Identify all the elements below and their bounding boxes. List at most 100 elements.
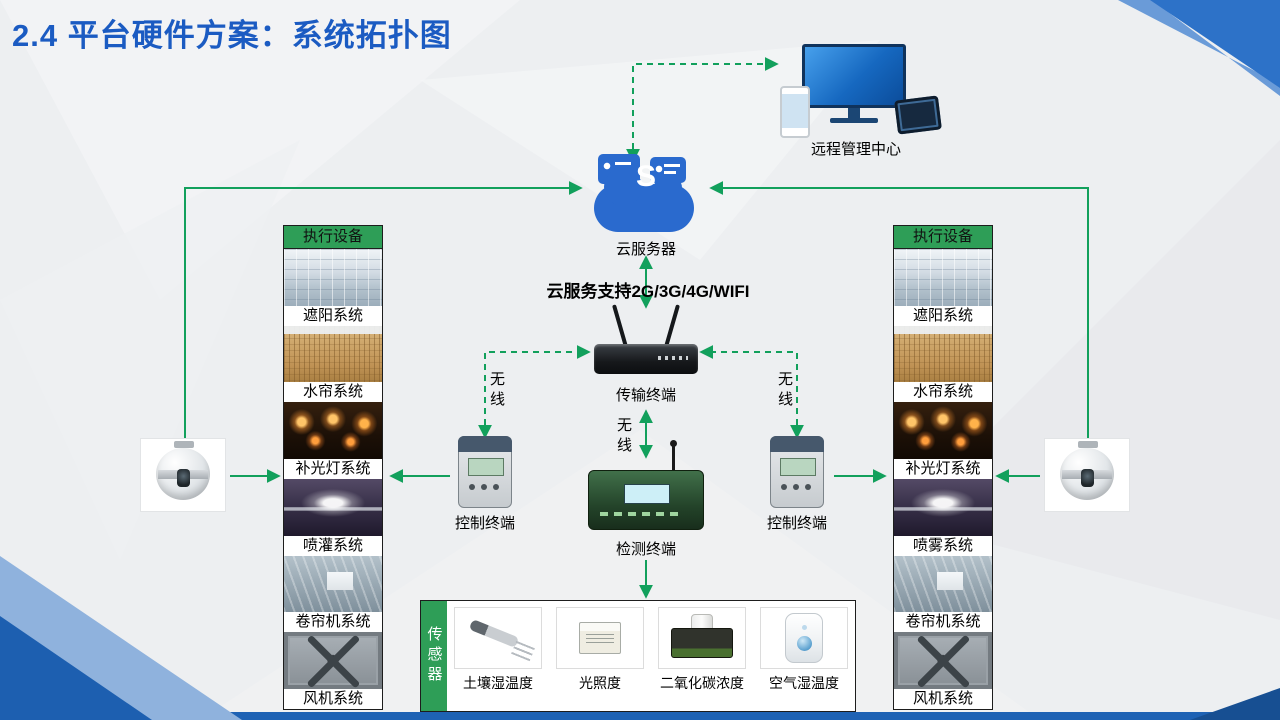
soil-sensor-photo bbox=[454, 607, 542, 669]
device-label: 喷灌系统 bbox=[284, 535, 382, 556]
device-label: 水帘系统 bbox=[894, 382, 992, 403]
tablet-icon bbox=[894, 95, 942, 135]
link-right-camera-cloud bbox=[709, 181, 1089, 438]
waterpad-photo bbox=[894, 325, 992, 383]
control-terminal-label: 控制终端 bbox=[766, 516, 827, 532]
wireless-label-center: 无线 bbox=[616, 418, 632, 454]
monitor-base bbox=[830, 118, 878, 123]
device-item: 遮阳系统 bbox=[894, 249, 992, 326]
sensor-item: 空气湿温度 bbox=[753, 601, 855, 711]
device-list: 遮阳系统水帘系统补光灯系统喷灌系统卷帘机系统风机系统 bbox=[284, 249, 382, 710]
execution-devices-panel-right: 执行设备 遮阳系统水帘系统补光灯系统喷雾系统卷帘机系统风机系统 bbox=[893, 225, 993, 710]
ptz-camera-right bbox=[1044, 438, 1130, 512]
control-device-top bbox=[770, 436, 824, 452]
antenna-icon bbox=[670, 440, 677, 472]
device-label: 风机系统 bbox=[894, 689, 992, 710]
camera-lens-icon bbox=[1081, 469, 1094, 487]
antenna-icon bbox=[612, 304, 628, 348]
light-sensor-photo bbox=[556, 607, 644, 669]
device-item: 风机系统 bbox=[284, 632, 382, 710]
device-label: 遮阳系统 bbox=[894, 305, 992, 326]
control-device-buttons bbox=[469, 484, 475, 490]
sensors-header: 传感器 bbox=[421, 601, 447, 711]
control-terminal-label: 控制终端 bbox=[454, 516, 515, 532]
link-left-camera-cloud bbox=[184, 181, 583, 438]
device-item: 水帘系统 bbox=[894, 325, 992, 403]
sensor-label: 二氧化碳浓度 bbox=[660, 677, 744, 692]
remote-center-label: 远程管理中心 bbox=[810, 142, 901, 158]
control-device-screen bbox=[780, 458, 816, 476]
monitor-screen bbox=[805, 47, 903, 105]
monitor-icon bbox=[802, 44, 906, 108]
sensor-label: 光照度 bbox=[579, 677, 621, 692]
link-left-control-router bbox=[478, 345, 591, 439]
device-label: 喷雾系统 bbox=[894, 535, 992, 556]
sensor-item: 土壤湿温度 bbox=[447, 601, 549, 711]
airhum-sensor-photo bbox=[760, 607, 848, 669]
cloud-server-label: 云服务器 bbox=[615, 242, 676, 258]
fan-photo bbox=[284, 632, 382, 690]
detector-screen bbox=[624, 484, 670, 504]
router-icon bbox=[594, 344, 698, 374]
cloud-support-text: 云服务支持2G/3G/4G/WIFI bbox=[546, 282, 750, 301]
link-right-control-router bbox=[699, 345, 804, 439]
antenna-icon bbox=[664, 304, 680, 348]
wireless-label-left: 无线 bbox=[489, 372, 505, 408]
device-item: 遮阳系统 bbox=[284, 249, 382, 326]
page-title: 2.4 平台硬件方案：系统拓扑图 bbox=[12, 18, 452, 53]
fan-photo bbox=[894, 632, 992, 690]
bottom-right-triangle bbox=[1190, 688, 1280, 720]
sensor-item: 二氧化碳浓度 bbox=[651, 601, 753, 711]
sensor-label: 空气湿温度 bbox=[769, 677, 839, 692]
panel-header: 执行设备 bbox=[894, 226, 992, 249]
device-item: 水帘系统 bbox=[284, 325, 382, 403]
panel-header: 执行设备 bbox=[284, 226, 382, 249]
bottom-bar bbox=[0, 712, 1280, 720]
monitor-stand bbox=[848, 108, 860, 118]
camera-lens-icon bbox=[177, 469, 190, 487]
device-item: 喷灌系统 bbox=[284, 479, 382, 556]
waterpad-photo bbox=[284, 325, 382, 383]
growlight-photo bbox=[284, 402, 382, 460]
ptz-camera-left bbox=[140, 438, 226, 512]
irrigation-photo bbox=[284, 479, 382, 536]
sensor-label: 土壤湿温度 bbox=[463, 677, 533, 692]
control-device-top bbox=[458, 436, 512, 452]
growlight-photo bbox=[894, 402, 992, 460]
irrigation-photo bbox=[894, 479, 992, 536]
device-label: 卷帘机系统 bbox=[284, 612, 382, 633]
sensors-panel: 传感器 土壤湿温度 光照度 二氧化碳浓度 空气湿温度 bbox=[420, 600, 856, 712]
cloud-server: S 云服务器 bbox=[592, 154, 700, 260]
device-item: 喷雾系统 bbox=[894, 479, 992, 556]
camera-mount bbox=[174, 441, 194, 448]
co2-sensor-photo bbox=[658, 607, 746, 669]
sensor-list: 土壤湿温度 光照度 二氧化碳浓度 空气湿温度 bbox=[447, 601, 855, 711]
detection-terminal-label: 检测终端 bbox=[615, 542, 676, 558]
sensor-item: 光照度 bbox=[549, 601, 651, 711]
phone-icon bbox=[780, 86, 810, 138]
greenhouse-photo bbox=[284, 249, 382, 306]
device-label: 补光灯系统 bbox=[284, 459, 382, 480]
cloud-letter: S bbox=[635, 160, 656, 193]
roller-photo bbox=[284, 555, 382, 613]
device-label: 遮阳系统 bbox=[284, 305, 382, 326]
camera-mount bbox=[1078, 441, 1098, 448]
greenhouse-photo bbox=[894, 249, 992, 306]
device-label: 补光灯系统 bbox=[894, 459, 992, 480]
device-item: 卷帘机系统 bbox=[894, 555, 992, 633]
roller-photo bbox=[894, 555, 992, 613]
control-terminal-left: 控制终端 bbox=[449, 436, 521, 536]
device-item: 卷帘机系统 bbox=[284, 555, 382, 633]
bottom-left-triangle bbox=[0, 616, 152, 720]
top-right-triangle bbox=[1150, 0, 1280, 88]
control-terminal-right: 控制终端 bbox=[761, 436, 833, 536]
router-label: 传输终端 bbox=[615, 388, 676, 404]
device-item: 补光灯系统 bbox=[284, 402, 382, 480]
detector-buttons bbox=[600, 512, 608, 516]
transmission-terminal: 传输终端 bbox=[594, 304, 698, 406]
device-label: 卷帘机系统 bbox=[894, 612, 992, 633]
device-list: 遮阳系统水帘系统补光灯系统喷雾系统卷帘机系统风机系统 bbox=[894, 249, 992, 710]
